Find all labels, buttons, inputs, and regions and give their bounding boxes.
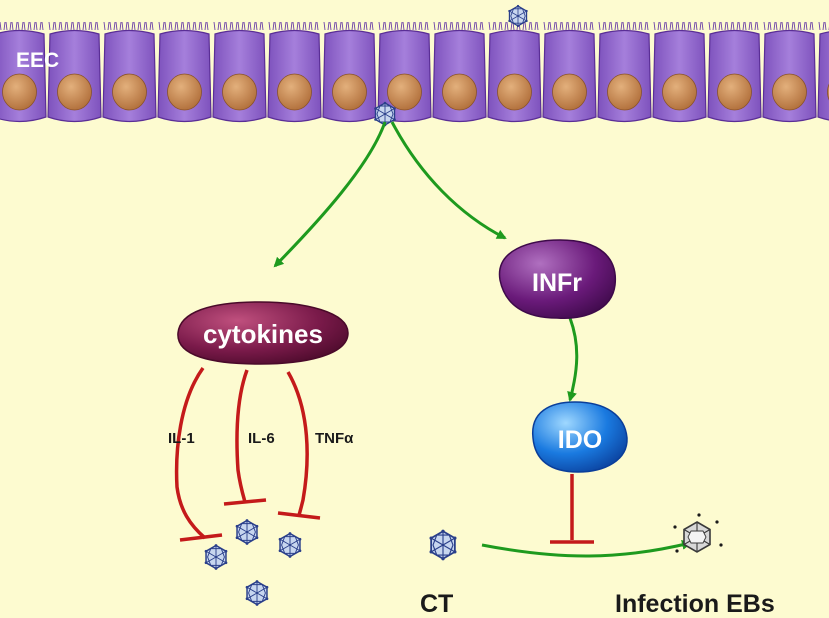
cell-nucleus [332, 73, 367, 111]
cell-nucleus [497, 73, 532, 111]
il6-inhibition-bar [223, 498, 267, 506]
ido-label: IDO [558, 426, 602, 454]
infectious-body-icon [673, 513, 723, 553]
activation-arrow-to-ido [567, 317, 579, 402]
infr-label: INFr [532, 269, 582, 297]
il1-label: IL-1 [168, 430, 195, 447]
cytokines-node: cytokines [177, 301, 349, 365]
infr-node: INFr [498, 239, 617, 319]
tnf-inhibition-line [286, 371, 309, 516]
cell-nucleus [552, 73, 587, 111]
epithelial-cell [432, 21, 487, 123]
cell-nucleus [772, 73, 807, 111]
infection-ebs-label: Infection EBs [615, 590, 775, 618]
epithelial-cell [762, 21, 817, 123]
cell-nucleus [277, 73, 312, 111]
virus-particle-icon [244, 579, 270, 607]
epithelial-cell [377, 21, 432, 123]
epithelial-cell [597, 21, 652, 123]
ido-node: IDO [532, 401, 628, 473]
cell-nucleus [607, 73, 642, 111]
cell-nucleus [2, 73, 37, 111]
epithelial-cell [47, 21, 102, 123]
activation-arrow-to-infection [481, 540, 692, 558]
epithelial-cell-layer [0, 21, 829, 123]
epithelial-cell [267, 21, 322, 123]
epithelial-cell [102, 21, 157, 123]
activation-arrow-to-cytokines [273, 121, 387, 268]
epithelial-cell [0, 21, 47, 123]
cell-nucleus [717, 73, 752, 111]
epithelial-cell [322, 21, 377, 123]
cell-nucleus [57, 73, 92, 111]
epithelial-cell [542, 21, 597, 123]
ct-label: CT [420, 590, 453, 618]
virus-particle-icon [203, 543, 229, 571]
virus-particle-icon [428, 528, 458, 562]
il1-inhibition-bar [179, 533, 223, 542]
cell-nucleus [662, 73, 697, 111]
cell-nucleus [387, 73, 422, 111]
il6-label: IL-6 [248, 430, 275, 447]
epithelial-cell [652, 21, 707, 123]
activation-arrow-to-infr [390, 121, 507, 240]
il6-inhibition-line [235, 369, 249, 503]
cell-nucleus [442, 73, 477, 111]
cell-nucleus [167, 73, 202, 111]
cell-nucleus [112, 73, 147, 111]
cytokines-label: cytokines [203, 319, 323, 349]
tnf-label: TNFα [315, 430, 354, 447]
epithelial-cell [212, 21, 267, 123]
virus-particle-icon [277, 531, 303, 559]
epithelial-cell [487, 21, 542, 123]
tnf-inhibition-bar [277, 511, 321, 520]
eec-label: EEC [16, 49, 59, 72]
virus-particle-icon [234, 518, 260, 546]
epithelial-cell [817, 21, 829, 121]
epithelial-cell [707, 21, 762, 123]
il1-inhibition-line [174, 366, 207, 540]
epithelial-cell [157, 21, 212, 123]
cell-nucleus [222, 73, 257, 111]
